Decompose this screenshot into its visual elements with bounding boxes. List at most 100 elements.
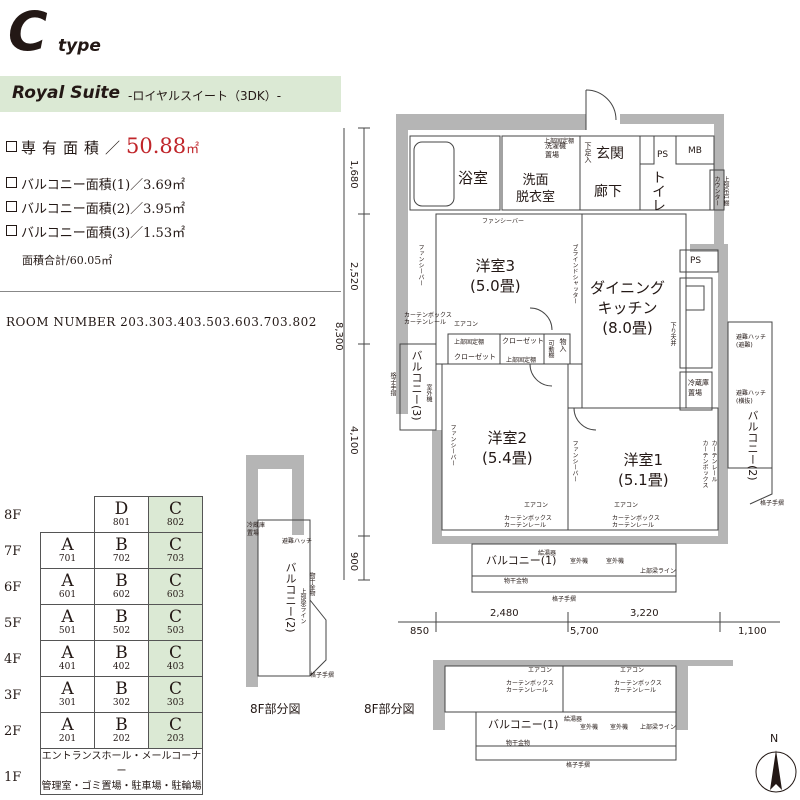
p8-gas-label: 給湯器 bbox=[564, 716, 583, 723]
floor-label-8f: 8F bbox=[4, 508, 22, 523]
balcony-area-3-text: バルコニー面積(3)／1.53㎡ bbox=[21, 226, 186, 241]
unit-letter: B bbox=[115, 714, 128, 735]
balcony-area-2: バルコニー面積(2)／3.95㎡ bbox=[6, 198, 185, 217]
divider bbox=[0, 291, 341, 292]
floor-label-4f: 4F bbox=[4, 652, 22, 667]
checkbox-icon bbox=[6, 225, 17, 236]
plan-lines bbox=[257, 89, 780, 761]
unit-number: 401 bbox=[58, 661, 77, 672]
p8-curtain1-label: カーテンボックス カーテンレール bbox=[506, 680, 554, 694]
p8-handrail-label: 物干金物 bbox=[506, 740, 531, 747]
partial-handrail-label: 物干金物 bbox=[308, 572, 315, 596]
shutter2-label: 避難ハッチ (横抜) bbox=[736, 390, 767, 405]
curtain4-label: カーテンレール カーテンボックス bbox=[701, 440, 717, 488]
lattice3-label: 格子手摺 bbox=[389, 372, 396, 396]
balcony-area-2-text: バルコニー面積(2)／3.95㎡ bbox=[21, 202, 186, 217]
curtain1-label: カーテンボックス カーテンレール bbox=[404, 312, 452, 326]
p8-curtain2-label: カーテンボックス カーテンレール bbox=[614, 680, 662, 694]
exclusive-area-unit: ㎡ bbox=[186, 142, 200, 157]
lattice2-label: 格子手摺 bbox=[552, 596, 577, 603]
unit-letter: A bbox=[61, 534, 74, 555]
unit-number: 602 bbox=[112, 589, 131, 600]
partial-line-label: 上部梁ライン bbox=[299, 588, 306, 624]
type-letter: C bbox=[8, 0, 48, 63]
floor-label-1f: 1F bbox=[4, 770, 22, 785]
shutter1-label: 避難ハッチ (避難) bbox=[736, 334, 767, 349]
fancy-bar-3: ファンシーバー bbox=[571, 440, 578, 482]
floor-label-3f: 3F bbox=[4, 688, 22, 703]
p8-aircon2-label: エアコン bbox=[620, 667, 645, 674]
partial-shutter-label: 避難ハッチ bbox=[282, 538, 313, 545]
entrance-label: 玄関 bbox=[596, 146, 624, 162]
curtain3-label: カーテンボックス カーテンレール bbox=[612, 515, 660, 529]
type-word: type bbox=[58, 36, 101, 56]
unit-number: 403 bbox=[166, 661, 185, 672]
unit-letter: C bbox=[168, 642, 182, 663]
partial-storage-label: 冷蔵庫 置場 bbox=[247, 522, 266, 537]
dim-3220: 3,220 bbox=[630, 608, 659, 619]
dim-850: 850 bbox=[410, 626, 430, 637]
room3-label: 洋室3 (5.0畳) bbox=[470, 257, 521, 295]
aircon1-label: エアコン bbox=[454, 321, 479, 328]
partial-plan-label-1: 8F部分図 bbox=[250, 702, 301, 716]
unit-letter: D bbox=[114, 498, 129, 519]
unit-number: 802 bbox=[166, 517, 185, 528]
checkbox-icon bbox=[6, 141, 17, 152]
fridge-label: 冷蔵庫 置場 bbox=[688, 379, 709, 397]
unit-number: 402 bbox=[112, 661, 131, 672]
unit-number: 501 bbox=[58, 625, 77, 636]
balcony1-label: バルコニー(1) bbox=[486, 554, 557, 567]
room2-label: 洋室2 (5.4畳) bbox=[482, 429, 533, 467]
shoe-label: 下足入 bbox=[584, 142, 592, 163]
partial-lattice-label: 格子手摺 bbox=[310, 672, 335, 679]
unit-letter: A bbox=[61, 570, 74, 591]
unit-letter: B bbox=[115, 678, 128, 699]
unit-number: 302 bbox=[112, 697, 131, 708]
unit-letter: C bbox=[168, 570, 182, 591]
unit-letter: A bbox=[61, 606, 74, 627]
p8-balcony-label: バルコニー(1) bbox=[488, 718, 559, 731]
washer-label: 洗濯機 置場 bbox=[545, 142, 566, 159]
curtain2-label: カーテンボックス カーテンレール bbox=[504, 515, 552, 529]
unit-letter: A bbox=[61, 642, 74, 663]
gas-label: 給湯器 bbox=[538, 550, 557, 557]
unit-letter: B bbox=[115, 606, 128, 627]
lattice1-label: 格子手摺 bbox=[760, 500, 785, 507]
blind-label: ブラインドシャッター bbox=[571, 244, 578, 304]
unit-letter: C bbox=[168, 678, 182, 699]
exclusive-area: 専有面積／50.88㎡ bbox=[6, 134, 199, 158]
unit-number: 201 bbox=[58, 733, 77, 744]
dim-5700: 5,700 bbox=[570, 626, 599, 637]
balcony-area-3: バルコニー面積(3)／1.53㎡ bbox=[6, 222, 185, 241]
closet2-label: クローゼット bbox=[502, 337, 544, 345]
unit-number: 801 bbox=[112, 517, 131, 528]
plan-name: Royal Suite bbox=[12, 83, 121, 103]
dim-4100: 4,100 bbox=[348, 426, 359, 455]
compass-icon bbox=[755, 750, 797, 793]
fancy-bar-2: ファンシーバー bbox=[449, 424, 456, 466]
walls bbox=[246, 114, 733, 730]
handrail-label: 物干金物 bbox=[504, 578, 529, 585]
unit-letter: B bbox=[115, 534, 128, 555]
floor-label-5f: 5F bbox=[4, 616, 22, 631]
floor-label-7f: 7F bbox=[4, 544, 22, 559]
unit-number: 702 bbox=[112, 553, 131, 564]
fixed-shelf-label-2: 上部固定棚 bbox=[506, 357, 537, 364]
unit-letter: A bbox=[61, 714, 74, 735]
balcony2-label: バルコニー(2) bbox=[746, 410, 759, 481]
closet1-label: クローゼット bbox=[454, 353, 496, 361]
ps-label-2: PS bbox=[690, 256, 702, 266]
aircon2-label: エアコン bbox=[524, 502, 549, 509]
total-area: 面積合計/60.05㎡ bbox=[22, 254, 113, 267]
ps-label-1: PS bbox=[657, 150, 669, 160]
plan-subtitle: -ロイヤルスイート（3DK）- bbox=[128, 89, 282, 103]
checkbox-icon bbox=[6, 177, 17, 188]
unit-number: 303 bbox=[166, 697, 185, 708]
